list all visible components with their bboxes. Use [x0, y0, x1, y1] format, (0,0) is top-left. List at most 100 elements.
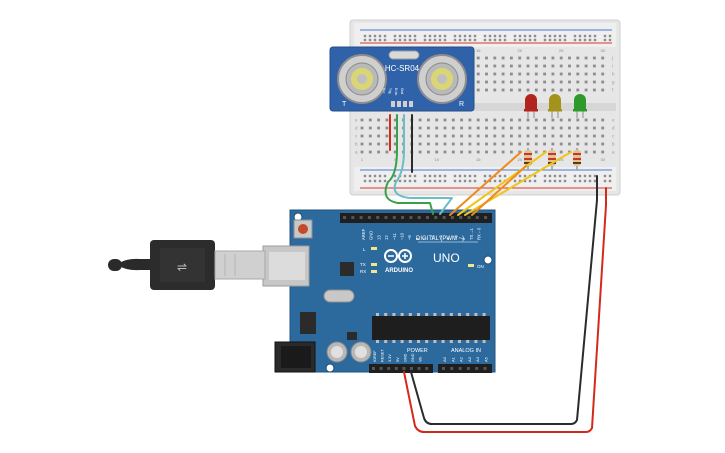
breadboard-hole [501, 142, 505, 146]
breadboard-hole [485, 150, 488, 154]
breadboard-hole [568, 80, 571, 84]
breadboard-hole [460, 126, 463, 130]
led-green[interactable] [573, 94, 587, 118]
row-letter: c [355, 134, 358, 139]
rail-hole [408, 38, 412, 42]
breadboard-hole [584, 80, 588, 84]
rail-hole [583, 38, 587, 42]
rail-hole [433, 38, 437, 42]
resistor-3[interactable] [573, 148, 581, 170]
breadboard-hole [601, 134, 605, 138]
rail-hole [493, 34, 497, 38]
wire-led-yellow [457, 151, 547, 216]
usb-icon: ⇌ [177, 260, 187, 274]
reset-button[interactable] [293, 219, 313, 239]
rail-hole [383, 38, 387, 42]
rail-hole [393, 179, 397, 183]
rail-hole [523, 34, 527, 38]
breadboard-hole [451, 118, 455, 122]
digital-section-label: DIGITAL (PWM ~) [416, 236, 464, 242]
rail-hole [393, 34, 397, 38]
rail-hole [378, 34, 382, 38]
digital-pin-label: 12 [384, 235, 389, 240]
rail-hole [363, 38, 367, 42]
breadboard-hole [451, 150, 455, 154]
rail-hole [423, 179, 427, 183]
digital-header[interactable] [340, 213, 492, 223]
breadboard-hole [576, 142, 580, 146]
breadboard-hole [576, 64, 580, 68]
breadboard-hole [534, 88, 538, 92]
rail-hole [573, 38, 577, 42]
rail-hole [363, 34, 367, 38]
row-letter: g [612, 80, 615, 85]
breadboard-hole [601, 64, 605, 68]
crystal-oscillator [323, 289, 355, 303]
rail-hole [468, 34, 472, 38]
breadboard-hole [584, 150, 588, 154]
breadboard-hole [493, 64, 497, 68]
rail-hole [523, 38, 527, 42]
led-group [524, 94, 587, 118]
power-pin-label: Vin [419, 357, 423, 362]
breadboard-hole [518, 88, 522, 92]
breadboard-hole [468, 150, 472, 154]
led-red[interactable] [524, 94, 538, 118]
analog-header[interactable] [438, 364, 492, 373]
breadboard-hole [485, 64, 488, 68]
breadboard-hole [368, 150, 372, 154]
breadboard-hole [435, 126, 439, 130]
rail-hole [573, 179, 577, 183]
power-pin-label: IOREF [373, 350, 377, 362]
breadboard-hole [543, 134, 546, 138]
rail-hole [533, 179, 537, 183]
rail-hole [373, 38, 377, 42]
breadboard-hole [393, 126, 397, 130]
sensor-pin-label: Echo [394, 88, 398, 95]
breadboard-hole [576, 80, 580, 84]
rail-hole [483, 38, 487, 42]
row-letter: a [355, 150, 358, 155]
breadboard-hole [493, 88, 497, 92]
breadboard-hole [593, 64, 596, 68]
breadboard-hole [526, 64, 530, 68]
breadboard-hole [393, 134, 397, 138]
rail-hole [458, 174, 462, 178]
digital-pin-label: ~6 [430, 235, 435, 240]
analog-pin-label: A5 [484, 356, 489, 362]
rail-hole [588, 34, 592, 38]
power-header[interactable] [369, 364, 433, 373]
breadboard-hole [476, 150, 480, 154]
rail-hole [403, 179, 407, 183]
breadboard-hole [576, 88, 580, 92]
breadboard-hole [493, 126, 497, 130]
breadboard-hole [460, 134, 463, 138]
breadboard-hole [534, 142, 538, 146]
rail-hole [443, 34, 447, 38]
breadboard-hole [551, 56, 555, 60]
rail-hole [428, 38, 432, 42]
rail-hole [453, 174, 457, 178]
breadboard-hole [551, 88, 555, 92]
breadboard-hole [385, 118, 389, 122]
column-number: 30 [600, 48, 605, 53]
resistor-1[interactable] [524, 148, 532, 170]
rail-hole [498, 38, 502, 42]
rail-hole [378, 174, 382, 178]
digital-pin-label: ~11 [392, 233, 397, 240]
breadboard-hole [551, 118, 555, 122]
led-yellow[interactable] [548, 94, 562, 118]
rail-hole [548, 174, 552, 178]
breadboard-hole [584, 134, 588, 138]
breadboard-hole [593, 56, 596, 60]
rail-hole [398, 179, 402, 183]
rail-hole [383, 174, 387, 178]
board-brand: ARDUINO [385, 268, 413, 274]
rail-hole [398, 34, 402, 38]
rail-hole [578, 174, 582, 178]
rail-hole [588, 174, 592, 178]
breadboard-hole [518, 118, 522, 122]
rail-hole [383, 179, 387, 183]
